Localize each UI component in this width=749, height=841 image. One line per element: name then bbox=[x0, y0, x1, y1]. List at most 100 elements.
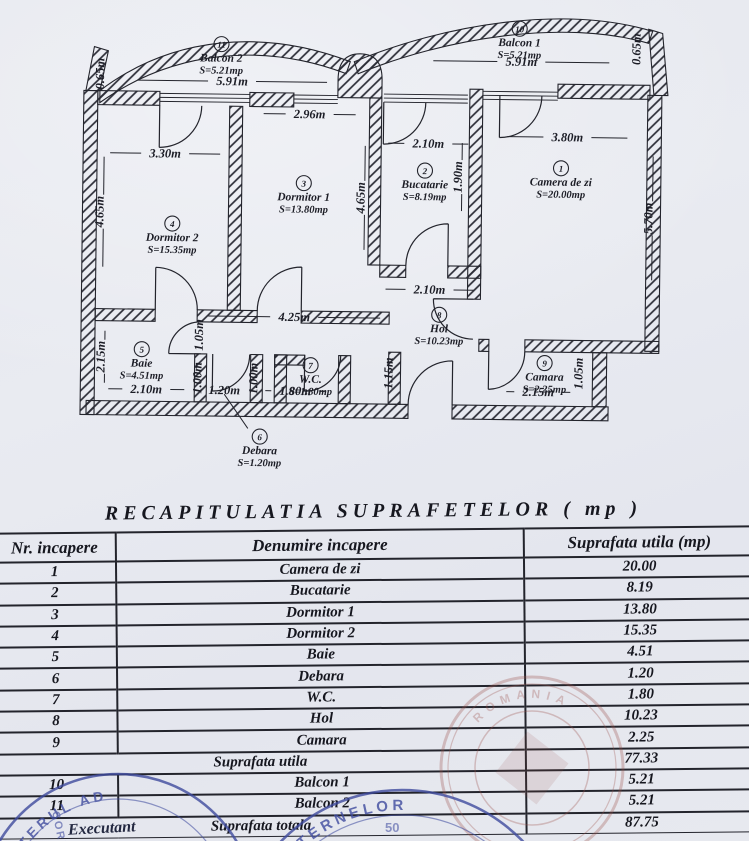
cell-nr: 2 bbox=[0, 582, 117, 606]
cell-value: 10.23 bbox=[525, 704, 749, 728]
dimension: 2.10m bbox=[385, 282, 474, 297]
balcony-1-curved-wall bbox=[353, 18, 654, 75]
room-number-circle bbox=[511, 20, 528, 37]
page-title: RECAPITULATIA SUPRAFETELOR ( mp ) bbox=[104, 497, 643, 525]
dimension: 4.65m bbox=[353, 145, 368, 250]
dimension-text: 2.10m bbox=[411, 136, 444, 150]
room-number: 6 bbox=[257, 432, 262, 442]
cell-value: 87.75 bbox=[526, 810, 749, 834]
room-number: 10 bbox=[515, 24, 525, 34]
room-number: 1 bbox=[559, 164, 564, 174]
room-area: S=15.35mp bbox=[147, 245, 196, 257]
recap-sheet: RECAPITULATIA SUPRAFETELOR ( mp ) Nr. in… bbox=[0, 494, 749, 839]
room-name: Debara bbox=[241, 445, 278, 457]
dimension: 1.90m bbox=[451, 143, 465, 212]
dimension-text: 1.05m bbox=[571, 357, 585, 389]
executant-label: Executant bbox=[67, 818, 136, 839]
cell-value: 5.21 bbox=[526, 789, 749, 814]
room-name: Hol bbox=[429, 323, 449, 335]
cell-nr: 8 bbox=[0, 710, 118, 734]
cell-nr: 5 bbox=[0, 646, 117, 670]
room-number-circle bbox=[552, 160, 570, 177]
dimension: 1.05m bbox=[571, 357, 585, 389]
dimension-text: 4.25m bbox=[277, 310, 310, 324]
dimension-text: 1.00m bbox=[190, 362, 204, 394]
room-area: S=13.80mp bbox=[279, 204, 328, 216]
dimension: 1.05m bbox=[192, 319, 206, 351]
room-number: 8 bbox=[437, 310, 442, 320]
room-area: S=5.21mp bbox=[498, 50, 542, 62]
dimension: 1.20m bbox=[208, 383, 240, 397]
dimension-text: 1.00m bbox=[246, 362, 260, 394]
dimension-text: 2.10m bbox=[129, 382, 162, 396]
dimension: 2.10m bbox=[108, 382, 185, 396]
column-header-area: Suprafata utila (mp) bbox=[523, 526, 749, 558]
dimension-text: 1.20m bbox=[208, 383, 240, 397]
room-area: S=8.19mp bbox=[403, 192, 447, 204]
cell-nr: 4 bbox=[0, 625, 117, 648]
room-name: Dormitor 1 bbox=[276, 191, 330, 204]
dimension: 2.15m bbox=[506, 385, 571, 399]
cell-value: 13.80 bbox=[524, 597, 749, 622]
room-number-circle bbox=[213, 36, 230, 53]
dimension: 0.65m bbox=[93, 57, 107, 89]
dimension-text: 1.15m bbox=[381, 357, 395, 389]
dimension-labels: 5.91m0.65m3.30m4.65m2.96m4.65m2.10m1.90m… bbox=[92, 33, 655, 399]
dimension-text: 2.15m bbox=[93, 341, 107, 374]
cell-nr: 6 bbox=[0, 667, 118, 691]
dimension: 5.91m bbox=[433, 55, 610, 69]
room-name: Dormitor 2 bbox=[145, 232, 199, 245]
debara-leader-line bbox=[223, 393, 249, 429]
cell-value: 2.25 bbox=[525, 725, 749, 750]
cell-value: 15.35 bbox=[524, 619, 749, 643]
room-number: 5 bbox=[139, 345, 144, 355]
dimension-text: 0.65m bbox=[93, 57, 107, 89]
dimension-text: 5.70m bbox=[641, 202, 655, 234]
room-number-circle bbox=[431, 306, 448, 323]
dimension: 3.30m bbox=[110, 146, 221, 161]
column-header-name: Denumire incapere bbox=[115, 528, 524, 562]
cell-value: 8.19 bbox=[524, 576, 749, 601]
dimension-text: 3.80m bbox=[551, 130, 584, 144]
room-area: S=5.21mp bbox=[199, 65, 243, 77]
room-number: 2 bbox=[422, 166, 428, 176]
dimension-text: 1.90m bbox=[451, 161, 465, 193]
column-header-nr: Nr. incapere bbox=[0, 532, 116, 563]
room-number-circle bbox=[416, 162, 434, 179]
walls bbox=[79, 18, 669, 422]
floor-plan-drawing: 5.91m0.65m3.30m4.65m2.96m4.65m2.10m1.90m… bbox=[79, 18, 669, 469]
cell-value: 77.33 bbox=[525, 747, 749, 771]
dimension: 4.65m bbox=[92, 156, 107, 267]
dimension-text: 5.91m bbox=[505, 55, 537, 69]
dimension: 2.10m bbox=[388, 136, 469, 151]
dimension-text: 4.65m bbox=[353, 182, 367, 215]
cell-value: 1.20 bbox=[524, 661, 749, 686]
dimension: 1.00m bbox=[190, 362, 204, 394]
room-number-circle bbox=[164, 215, 181, 232]
corner-wall-top-left bbox=[85, 45, 110, 92]
cell-nr: 11 bbox=[0, 795, 119, 819]
room-name: Camera de zi bbox=[530, 176, 593, 189]
dimension: 3.80m bbox=[507, 130, 628, 145]
room-number-circle bbox=[251, 428, 268, 445]
room-area: S=1.80mp bbox=[288, 386, 332, 398]
cell-nr: 3 bbox=[0, 604, 117, 627]
room-number: 11 bbox=[217, 40, 226, 50]
room-number: 3 bbox=[300, 179, 306, 189]
cell-nr: 9 bbox=[0, 731, 118, 755]
room-name: Balcon 2 bbox=[199, 52, 243, 65]
room-area: S=10.23mp bbox=[414, 336, 463, 348]
room-number-circle bbox=[302, 357, 319, 374]
room-name: Baie bbox=[130, 358, 153, 370]
room-number: 7 bbox=[308, 361, 313, 371]
dimension: 2.15m bbox=[93, 330, 108, 383]
dimension: 1.15m bbox=[381, 357, 395, 389]
